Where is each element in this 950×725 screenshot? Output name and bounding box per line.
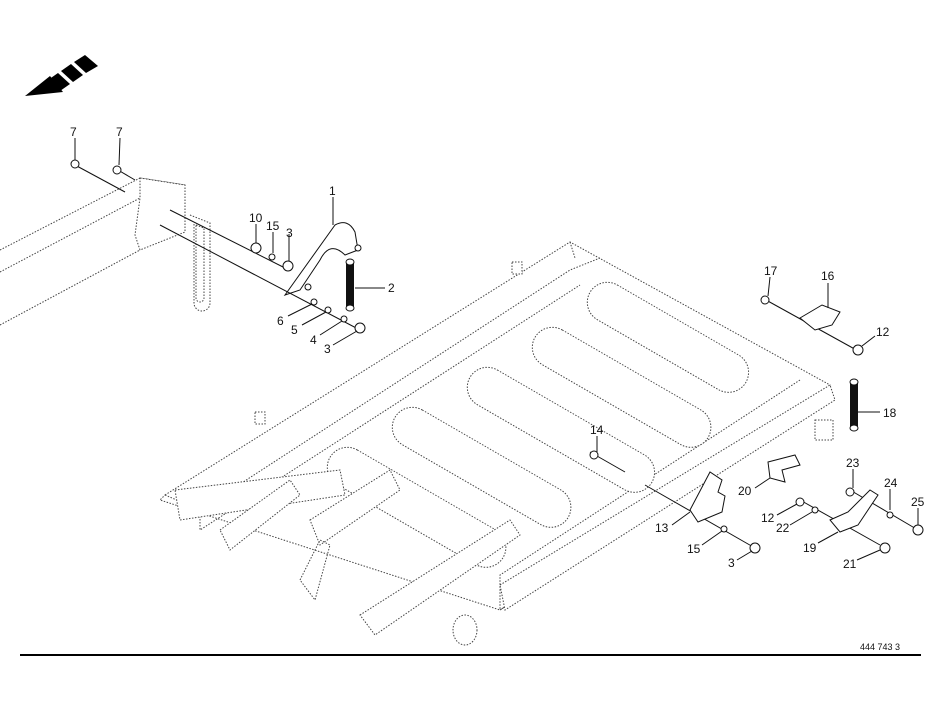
part-13-plate bbox=[689, 471, 726, 523]
callout-12: 12 bbox=[761, 511, 775, 525]
part-2-spring bbox=[345, 258, 355, 312]
callout-18: 18 bbox=[883, 406, 897, 420]
callout-13: 13 bbox=[655, 521, 669, 535]
direction-arrow-icon bbox=[25, 55, 98, 96]
callout-15: 15 bbox=[687, 542, 701, 556]
callout-24: 24 bbox=[884, 476, 898, 490]
callout-1: 1 bbox=[329, 184, 336, 198]
callout-22: 22 bbox=[776, 521, 790, 535]
hardware bbox=[70, 159, 924, 554]
part-18-spring bbox=[849, 378, 859, 432]
part-16-bracket bbox=[799, 304, 841, 331]
callout-14: 14 bbox=[590, 423, 604, 437]
callout-5: 5 bbox=[291, 323, 298, 337]
callout-23: 23 bbox=[846, 456, 860, 470]
part-19-bracket bbox=[829, 489, 879, 533]
left-beam bbox=[0, 177, 211, 326]
callout-6: 6 bbox=[277, 314, 284, 328]
callout-3: 3 bbox=[728, 556, 735, 570]
callout-3: 3 bbox=[324, 342, 331, 356]
callout-7: 7 bbox=[70, 125, 77, 139]
callout-3: 3 bbox=[286, 226, 293, 240]
part-20-bracket bbox=[767, 454, 801, 483]
callout-25: 25 bbox=[911, 495, 925, 509]
callout-7: 7 bbox=[116, 125, 123, 139]
callout-15: 15 bbox=[266, 219, 280, 233]
part-1-bracket bbox=[283, 222, 362, 296]
callout-21: 21 bbox=[843, 557, 857, 571]
callout-12: 12 bbox=[876, 325, 890, 339]
callout-19: 19 bbox=[803, 541, 817, 555]
drawing-number: 444 743 3 bbox=[860, 642, 900, 652]
callout-20: 20 bbox=[738, 484, 752, 498]
callout-2: 2 bbox=[388, 281, 395, 295]
callout-17: 17 bbox=[764, 264, 778, 278]
roller-frame bbox=[159, 241, 836, 646]
callout-16: 16 bbox=[821, 269, 835, 283]
callout-4: 4 bbox=[310, 333, 317, 347]
leader-lines bbox=[74, 137, 919, 561]
callout-labels: 7 7 1 10 15 3 2 6 5 4 3 17 16 12 18 14 2… bbox=[70, 125, 925, 571]
callout-10: 10 bbox=[249, 211, 263, 225]
